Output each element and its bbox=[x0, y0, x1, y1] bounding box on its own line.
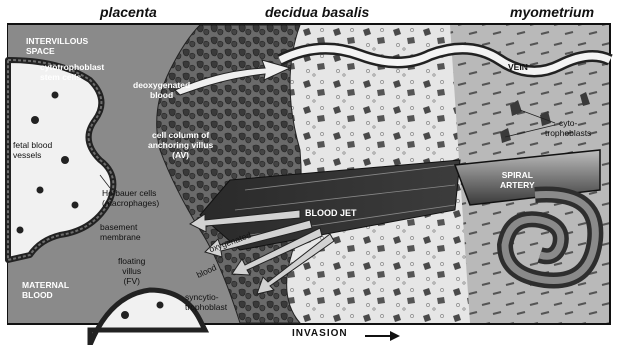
label-blood-jet: BLOOD JET bbox=[305, 208, 357, 218]
header-decidua-basalis: decidua basalis bbox=[265, 4, 369, 20]
label-cytotrophoblasts: cyto- trophoblasts bbox=[545, 118, 591, 138]
label-syncytiotrophoblast: syncytio- trophoblast bbox=[185, 292, 227, 312]
label-intervillous-space: INTERVILLOUS SPACE bbox=[26, 36, 88, 56]
invasion-arrowhead bbox=[390, 331, 400, 341]
label-floating-villus: floating villus (FV) bbox=[118, 256, 145, 286]
invasion-label: INVASION bbox=[292, 328, 348, 339]
label-deoxygenated-blood: deoxygenated blood bbox=[133, 80, 190, 100]
label-fetal-blood-vessels: fetal blood vessels bbox=[13, 140, 52, 160]
label-cell-column-anchoring-villus: cell column of anchoring villus (AV) bbox=[148, 130, 213, 160]
label-hofbauer-cells: Hofbauer cells (macrophages) bbox=[102, 188, 159, 208]
label-cytotrophoblast-stem-cells: cytotrophoblast stem cells bbox=[40, 62, 104, 82]
header-myometrium: myometrium bbox=[510, 4, 594, 20]
header-placenta: placenta bbox=[100, 4, 157, 20]
label-maternal-blood: MATERNAL BLOOD bbox=[22, 280, 69, 300]
label-spiral-artery: SPIRAL ARTERY bbox=[500, 170, 535, 190]
label-basement-membrane: basement membrane bbox=[100, 222, 141, 242]
label-vein: VEIN bbox=[508, 62, 528, 72]
